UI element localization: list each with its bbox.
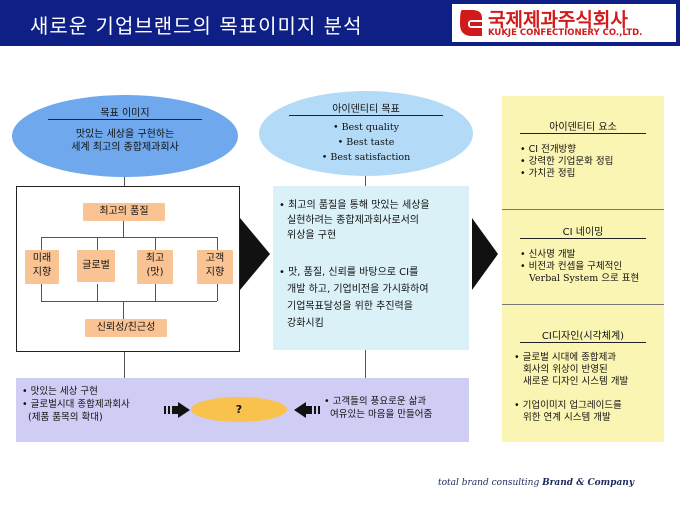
divider [520,133,646,134]
connector-line [41,237,42,253]
connector-line [124,176,125,186]
tag-top-quality: 최고의 품질 [83,203,165,221]
connector-line [155,237,156,253]
left-arrow-icon [294,402,320,418]
section-separator [502,209,664,210]
outcome-band: • 맛있는 세상 구현 • 글로벌시대 종합제과회사 (제품 품목의 확대) ?… [16,378,469,442]
slide-title: 새로운 기업브랜드의 목표이미지 분석 [30,14,363,38]
connector-line [365,176,366,186]
identity-goal-item: • Best taste [337,137,395,148]
section-item: 새로운 디자인 시스템 개발 [514,376,629,387]
connector-line [217,237,218,253]
footer-credit: total brand consulting Brand & Company [438,478,634,488]
footer-prefix: total brand consulting [438,478,543,488]
logo-english-text: KUKJE CONFECTIONERY CO.,LTD. [488,28,643,38]
tag-customer-oriented: 고객 지향 [197,250,233,284]
identity-goal-item: • Best satisfaction [321,152,411,163]
outcome-left-line: (제품 품목의 확대) [22,412,103,423]
connector-line [155,284,156,301]
spacer [514,388,656,400]
para2-line: • 맛, 품질, 신뢰를 바탕으로 CI를 [279,267,419,278]
divider [520,238,646,239]
outcome-right-line: 여유있는 마음을 만들어줌 [324,409,433,420]
section-title: CI디자인(시각체계) [541,331,625,342]
divider [520,342,646,343]
logo-mark-icon [460,10,482,36]
target-image-ellipse: 목표 이미지 맛있는 세상을 구현하는 세계 최고의 종합제과회사 [12,95,238,177]
section-item: Verbal System 으로 표현 [520,273,640,284]
outcome-right-line: • 고객들의 풍요로운 삶과 [324,396,427,407]
target-image-title: 목표 이미지 [100,108,150,119]
connector-line [41,237,217,238]
connector-line [97,284,98,301]
connector-line [41,284,42,301]
logo-korean-text: 국제제과주식회사 [488,9,628,31]
connector-line [365,350,366,378]
tag-trust-friendliness: 신뢰성/친근성 [85,319,167,337]
tag-future-oriented: 미래 지향 [25,250,59,284]
company-logo: 국제제과주식회사 KUKJE CONFECTIONERY CO.,LTD. [452,4,676,42]
right-arrow-icon [240,218,270,290]
identity-elements-panel: 아이덴티티 요소 • CI 전개방향 • 강력한 기업문화 정립 • 가치관 정… [502,96,664,442]
section-item: 회사의 위상이 반영된 [514,364,608,375]
connector-line [97,237,98,253]
section-title: CI 네이밍 [562,227,604,238]
section-item: • 강력한 기업문화 정립 [520,156,614,167]
identity-goal-title: 아이덴티티 목표 [332,104,400,115]
connector-line [123,221,124,237]
outcome-left-line: • 글로벌시대 종합제과회사 [22,399,130,410]
para1-line: • 최고의 품질을 통해 맛있는 세상을 [279,200,430,211]
section-item: • CI 전개방향 [520,144,577,155]
divider [289,115,443,116]
section-item: • 신사명 개발 [520,249,576,260]
para2-line: 개발 하고, 기업비전을 가시화하여 [287,284,429,295]
para2-line: 강화시킴 [287,318,324,329]
section-separator [502,304,664,305]
section-title: 아이덴티티 요소 [549,122,617,133]
connector-line [41,301,217,302]
section-item: • 비전과 컨셉을 구체적인 [520,261,623,272]
connector-line [217,284,218,301]
connector-line [124,350,125,378]
section-item: • 글로벌 시대에 종합제과 [514,352,617,363]
question-ellipse: ? [191,397,287,422]
para1-line: 위상을 구현 [287,230,337,241]
connector-line [123,301,124,319]
target-image-line-1: 맛있는 세상을 구현하는 [75,129,175,140]
identity-goal-item: • Best quality [332,122,400,133]
para1-line: 실현하려는 종합제과회사로서의 [287,215,419,226]
brand-values-box: 최고의 품질 미래 지향 글로벌 최고 (맛) 고객 지향 신뢰성/친근성 [16,186,240,352]
right-arrow-icon [164,402,190,418]
right-arrow-icon [472,218,498,290]
description-panel: • 최고의 품질을 통해 맛있는 세상을 실현하려는 종합제과회사로서의 위상을… [273,186,469,350]
section-item: • 기업이미지 업그레이드를 [514,400,622,411]
footer-brand: Brand & Company [542,478,635,488]
tag-global: 글로벌 [77,250,115,282]
identity-goal-ellipse: 아이덴티티 목표 • Best quality • Best taste • B… [259,91,473,176]
divider [48,119,202,120]
target-image-line-2: 세계 최고의 종합제과회사 [71,142,179,153]
section-item: • 가치관 정립 [520,168,576,179]
section-item: 위한 연계 시스템 개발 [514,412,611,423]
tag-best-taste: 최고 (맛) [137,250,173,284]
para2-line: 기업목표달성을 위한 추진력을 [287,301,413,312]
outcome-left-line: • 맛있는 세상 구현 [22,386,98,397]
